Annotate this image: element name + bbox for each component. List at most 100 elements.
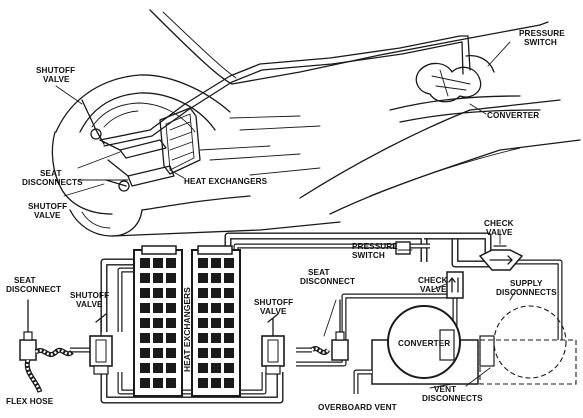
label-pressure-switch-top-2: SWITCH (524, 38, 557, 47)
heat-exchanger-cell (211, 333, 221, 343)
label-pressure-switch-schematic: PRESSURE (352, 242, 398, 251)
heat-exchanger-cell (224, 273, 234, 283)
label-shutoff-valve-mid: SHUTOFF (28, 202, 67, 211)
heat-exchanger-cell (211, 363, 221, 373)
heat-exchanger-cell (224, 318, 234, 328)
label-check-valve-left-2: VALVE (420, 285, 447, 294)
label-vent-disconnects-2: DISCONNECTS (422, 394, 483, 403)
heat-exchanger-cell (224, 333, 234, 343)
heat-exchanger-cell (198, 258, 208, 268)
heat-exchanger-cell (198, 363, 208, 373)
label-check-valve-left: CHECK (418, 276, 448, 285)
label-seat-disconnects-2: DISCONNECTS (22, 178, 83, 187)
heat-exchanger-cell (224, 303, 234, 313)
heat-exchanger-cell (140, 348, 150, 358)
aircraft-illustration (51, 9, 581, 237)
heat-exchanger-cell (198, 273, 208, 283)
heat-exchanger-cell (140, 333, 150, 343)
heat-exchanger-cell (224, 363, 234, 373)
heat-exchanger-cell (140, 363, 150, 373)
heat-exchanger-cell (211, 348, 221, 358)
heat-exchanger-cell (198, 303, 208, 313)
label-vent-disconnects: VENT (434, 385, 456, 394)
heat-exchanger-cell (224, 288, 234, 298)
heat-exchanger-cell (166, 333, 176, 343)
label-seat-disconnect-left-2: DISCONNECT (6, 285, 61, 294)
heat-exchanger-cell (140, 303, 150, 313)
label-overboard-vent: OVERBOARD VENT (318, 403, 397, 412)
heat-exchanger-cell (166, 273, 176, 283)
label-seat-disconnect-left: SEAT (14, 276, 36, 285)
heat-exchanger-cell (198, 348, 208, 358)
heat-exchanger-cell (140, 318, 150, 328)
label-seat-disconnects: SEAT (40, 169, 62, 178)
label-converter-top: CONVERTER (487, 111, 539, 120)
check-valve-top (478, 245, 524, 271)
seat-disconnect-right (310, 299, 349, 361)
check-valve-left (446, 271, 464, 299)
heat-exchanger-cell (140, 258, 150, 268)
heat-exchanger-cell (153, 333, 163, 343)
label-check-valve-top-2: VALVE (486, 228, 513, 237)
heat-exchanger-cells (140, 258, 234, 388)
heat-exchanger-cell (211, 303, 221, 313)
label-shutoff-valve-left-2: VALVE (76, 300, 103, 309)
label-seat-disconnect-right: SEAT (308, 268, 330, 277)
label-converter-schematic: CONVERTER (398, 339, 450, 348)
heat-exchanger-cell (140, 273, 150, 283)
label-shutoff-valve-right-2: VALVE (260, 307, 287, 316)
heat-exchanger-cell (153, 348, 163, 358)
label-shutoff-valve-mid-2: VALVE (34, 211, 61, 220)
heat-exchanger-cell (166, 258, 176, 268)
label-supply-disconnects-2: DISCONNECTS (496, 288, 557, 297)
heat-exchanger-cell (211, 378, 221, 388)
converter-dashed (479, 305, 577, 385)
seat-disconnect-left (19, 299, 37, 361)
label-heat-exchangers-top: HEAT EXCHANGERS (184, 177, 268, 186)
heat-exchanger-cell (153, 363, 163, 373)
heat-exchanger-cell (153, 258, 163, 268)
heat-exchanger-cell (166, 303, 176, 313)
label-supply-disconnects: SUPPLY (510, 279, 543, 288)
heat-exchanger-cell (153, 318, 163, 328)
label-shutoff-valve-right: SHUTOFF (254, 298, 293, 307)
heat-exchanger-cell (224, 378, 234, 388)
label-heat-exchangers-vertical: HEAT EXCHANGERS (182, 287, 192, 372)
heat-exchanger-cell (211, 273, 221, 283)
heat-exchanger-cell (153, 288, 163, 298)
flex-hose (24, 347, 74, 393)
heat-exchanger-cell (211, 318, 221, 328)
converter-schematic (371, 305, 495, 385)
schematic-leaders (323, 229, 517, 389)
label-shutoff-valve-top-2: VALVE (43, 75, 70, 84)
heat-exchanger-cell (140, 378, 150, 388)
label-pressure-switch-schematic-2: SWITCH (352, 251, 385, 260)
shutoff-valve-right (261, 313, 285, 375)
heat-exchanger-cell (198, 288, 208, 298)
heat-exchanger-cell (198, 318, 208, 328)
label-shutoff-valve-top: SHUTOFF (36, 66, 75, 75)
heat-exchanger-cell (198, 333, 208, 343)
heat-exchanger-cell (153, 273, 163, 283)
heat-exchanger-cell (166, 348, 176, 358)
label-seat-disconnect-right-2: DISCONNECT (300, 277, 355, 286)
heat-exchanger-cell (224, 348, 234, 358)
heat-exchanger-cell (140, 288, 150, 298)
heat-exchanger-cell (211, 258, 221, 268)
heat-exchanger-cell (153, 303, 163, 313)
label-pressure-switch-top: PRESSURE (519, 29, 565, 38)
label-flex-hose: FLEX HOSE (6, 397, 54, 406)
heat-exchanger-cell (224, 258, 234, 268)
label-shutoff-valve-left: SHUTOFF (70, 291, 109, 300)
heat-exchanger-cell (166, 363, 176, 373)
heat-exchanger-cell (166, 378, 176, 388)
heat-exchanger-cell (166, 318, 176, 328)
heat-exchanger-cell (166, 288, 176, 298)
shutoff-valve-left (89, 313, 113, 375)
pressure-switch (395, 241, 411, 255)
overboard-vent-line (353, 369, 372, 394)
label-check-valve-top: CHECK (484, 219, 514, 228)
heat-exchanger-cell (153, 378, 163, 388)
heat-exchanger-cell (198, 378, 208, 388)
